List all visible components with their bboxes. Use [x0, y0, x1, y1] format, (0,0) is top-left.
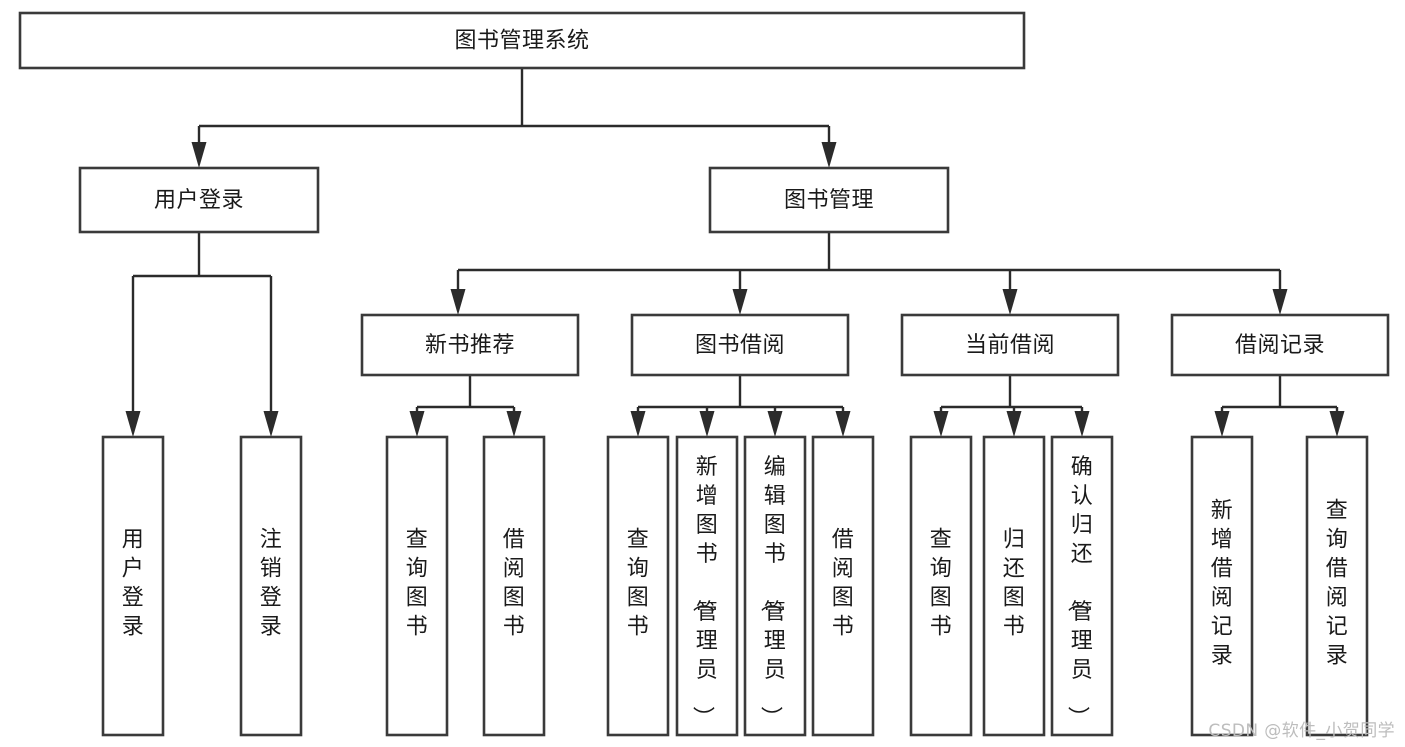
node-label-leaf-confirm-return: 确认归还（管理员） [1065, 455, 1094, 729]
node-box-current-borrow[interactable] [900, 313, 1120, 377]
node-label-leaf-query-book-2: 查询图书 [627, 528, 650, 640]
node-box-leaf-query-book-1[interactable] [385, 435, 449, 737]
arrow-head-icon [1074, 411, 1090, 437]
node-leaf-query-book-1[interactable]: 查询图书 [385, 435, 449, 737]
node-box-root[interactable] [18, 11, 1026, 70]
arrow-head-icon [450, 289, 466, 315]
node-label-root: 图书管理系统 [454, 29, 589, 54]
arrow-head-icon [835, 411, 851, 437]
node-leaf-return-book[interactable]: 归还图书 [982, 435, 1046, 737]
node-box-user-login[interactable] [78, 166, 320, 234]
node-leaf-borrow-book-2[interactable]: 借阅图书 [811, 435, 875, 737]
arrow-head-icon [699, 411, 715, 437]
node-box-leaf-borrow-book-1[interactable] [482, 435, 546, 737]
node-box-book-borrow[interactable] [630, 313, 850, 377]
node-label-leaf-logout: 注销登录 [260, 528, 283, 640]
node-user-login[interactable]: 用户登录 [78, 166, 320, 234]
node-box-leaf-edit-book[interactable] [743, 435, 807, 737]
node-label-leaf-return-book: 归还图书 [1003, 528, 1026, 640]
node-leaf-query-borrow-record[interactable]: 查询借阅记录 [1305, 435, 1369, 737]
node-box-borrow-record[interactable] [1170, 313, 1390, 377]
node-box-leaf-confirm-return[interactable] [1050, 435, 1114, 737]
node-leaf-confirm-return[interactable]: 确认归还（管理员） [1050, 435, 1114, 737]
node-leaf-logout[interactable]: 注销登录 [239, 435, 303, 737]
node-box-leaf-query-borrow-record[interactable] [1305, 435, 1369, 737]
node-leaf-query-book-3[interactable]: 查询图书 [909, 435, 973, 737]
node-label-current-borrow: 当前借阅 [965, 333, 1055, 358]
node-leaf-query-book-2[interactable]: 查询图书 [606, 435, 670, 737]
node-new-book-recommend[interactable]: 新书推荐 [360, 313, 580, 377]
node-label-book-borrow: 图书借阅 [695, 333, 785, 358]
node-current-borrow[interactable]: 当前借阅 [900, 313, 1120, 377]
node-box-book-management[interactable] [708, 166, 950, 234]
arrow-head-icon [1002, 289, 1018, 315]
arrow-head-icon [732, 289, 748, 315]
node-label-new-book-recommend: 新书推荐 [425, 333, 515, 358]
arrow-head-icon [1329, 411, 1345, 437]
node-layer: 图书管理系统用户登录图书管理新书推荐图书借阅当前借阅借阅记录用户登录注销登录查询… [18, 11, 1390, 737]
node-box-leaf-query-book-3[interactable] [909, 435, 973, 737]
connector-layer [125, 68, 1345, 437]
node-box-leaf-add-book[interactable] [675, 435, 739, 737]
arrow-head-icon [767, 411, 783, 437]
node-label-leaf-add-borrow-record: 新增借阅记录 [1211, 499, 1234, 669]
node-box-leaf-logout[interactable] [239, 435, 303, 737]
node-label-leaf-query-book-1: 查询图书 [406, 528, 429, 640]
arrow-head-icon [1272, 289, 1288, 315]
arrow-head-icon [506, 411, 522, 437]
node-label-leaf-query-book-3: 查询图书 [930, 528, 953, 640]
node-book-borrow[interactable]: 图书借阅 [630, 313, 850, 377]
node-root[interactable]: 图书管理系统 [18, 11, 1026, 70]
arrow-head-icon [191, 142, 207, 168]
node-leaf-add-book[interactable]: 新增图书（管理员） [675, 435, 739, 737]
node-label-user-login: 用户登录 [154, 188, 244, 213]
node-label-book-management: 图书管理 [784, 188, 874, 213]
node-label-borrow-record: 借阅记录 [1235, 333, 1325, 358]
arrow-head-icon [821, 142, 837, 168]
node-label-leaf-add-book: 新增图书（管理员） [690, 455, 719, 729]
node-leaf-edit-book[interactable]: 编辑图书（管理员） [743, 435, 807, 737]
arrow-head-icon [1006, 411, 1022, 437]
node-leaf-add-borrow-record[interactable]: 新增借阅记录 [1190, 435, 1254, 737]
node-label-leaf-user-login: 用户登录 [122, 528, 145, 640]
node-box-leaf-return-book[interactable] [982, 435, 1046, 737]
arrow-head-icon [125, 411, 141, 437]
arrow-head-icon [1214, 411, 1230, 437]
node-leaf-user-login[interactable]: 用户登录 [101, 435, 165, 737]
node-label-leaf-query-borrow-record: 查询借阅记录 [1326, 499, 1349, 669]
node-box-leaf-borrow-book-2[interactable] [811, 435, 875, 737]
node-box-leaf-add-borrow-record[interactable] [1190, 435, 1254, 737]
arrow-head-icon [409, 411, 425, 437]
node-label-leaf-borrow-book-1: 借阅图书 [503, 528, 526, 640]
node-box-leaf-query-book-2[interactable] [606, 435, 670, 737]
node-leaf-borrow-book-1[interactable]: 借阅图书 [482, 435, 546, 737]
arrow-head-icon [263, 411, 279, 437]
node-label-leaf-borrow-book-2: 借阅图书 [832, 528, 855, 640]
arrow-head-icon [933, 411, 949, 437]
node-book-management[interactable]: 图书管理 [708, 166, 950, 234]
node-label-leaf-edit-book: 编辑图书（管理员） [758, 455, 787, 729]
arrow-head-icon [630, 411, 646, 437]
node-borrow-record[interactable]: 借阅记录 [1170, 313, 1390, 377]
node-box-new-book-recommend[interactable] [360, 313, 580, 377]
node-box-leaf-user-login[interactable] [101, 435, 165, 737]
